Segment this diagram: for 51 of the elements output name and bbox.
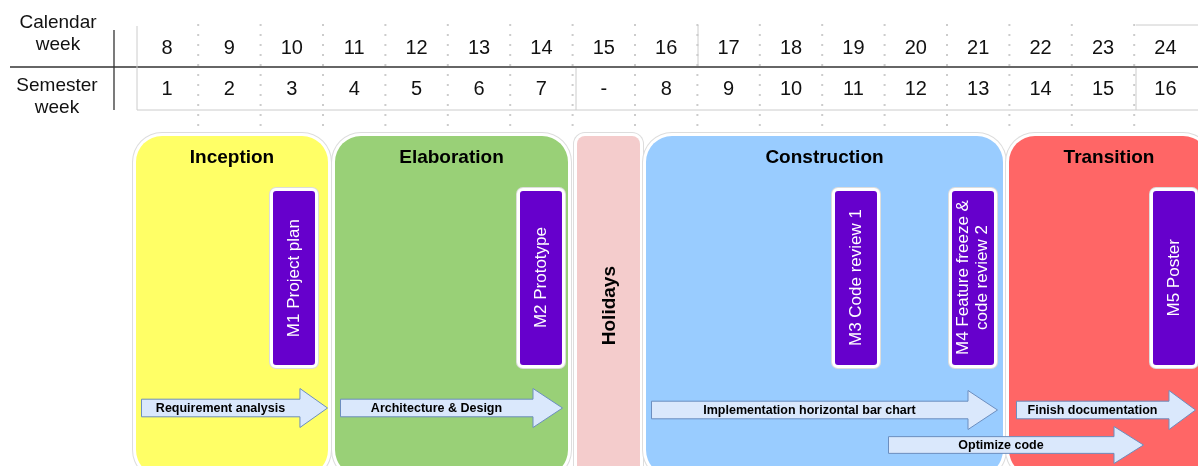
week-number: 1 — [160, 76, 174, 100]
milestone-box: M1 Project plan — [270, 188, 318, 368]
week-number: 23 — [1090, 35, 1116, 59]
week-number: 4 — [347, 76, 361, 100]
row-header: Calendar week — [18, 11, 98, 55]
milestone-box: M2 Prototype — [517, 188, 565, 368]
week-number: 6 — [472, 76, 486, 100]
week-number: 8 — [160, 35, 174, 59]
phase-title: Construction — [764, 146, 885, 168]
week-number: 8 — [659, 76, 673, 100]
week-number: 5 — [410, 76, 424, 100]
week-number: 13 — [466, 35, 492, 59]
week-number: 22 — [1028, 35, 1053, 59]
week-number: 12 — [903, 76, 928, 100]
week-number: 17 — [716, 35, 741, 59]
phase-title: Transition — [1062, 146, 1156, 168]
week-number: 15 — [1090, 76, 1116, 100]
week-number: 7 — [534, 76, 548, 100]
task-label: Requirement analysis — [154, 401, 287, 415]
week-number: 3 — [285, 76, 299, 100]
week-number: 2 — [222, 76, 236, 100]
week-number: 19 — [841, 35, 866, 59]
week-number: 16 — [654, 35, 679, 59]
week-number: 11 — [342, 35, 366, 59]
week-number: 21 — [966, 35, 991, 59]
task-label: Optimize code — [957, 438, 1045, 452]
week-number: - — [599, 76, 609, 100]
milestone-box: M4 Feature freeze & code review 2 — [949, 188, 997, 368]
week-number: 9 — [222, 35, 236, 59]
row-header: Semester week — [15, 74, 99, 118]
week-number: 15 — [591, 35, 616, 59]
band-title: Holidays — [597, 266, 620, 346]
week-number: 16 — [1153, 76, 1178, 100]
phase-title: Elaboration — [398, 146, 505, 168]
phase-title: Inception — [188, 146, 276, 168]
week-number: 20 — [903, 35, 928, 59]
week-number: 12 — [404, 35, 429, 59]
task-label: Finish documentation — [1026, 403, 1159, 417]
task-label: Implementation horizontal bar chart — [702, 403, 917, 417]
week-number: 14 — [1028, 76, 1053, 100]
week-number: 10 — [279, 35, 304, 59]
week-number: 9 — [722, 76, 736, 100]
week-number: 18 — [778, 35, 804, 59]
week-number: 11 — [842, 76, 865, 100]
task-label: Architecture & Design — [369, 401, 504, 415]
milestone-box: M5 Poster — [1150, 188, 1198, 368]
milestone-box: M3 Code review 1 — [832, 188, 880, 368]
week-number: 10 — [778, 76, 804, 100]
week-number: 24 — [1153, 35, 1178, 59]
week-number: 14 — [529, 35, 554, 59]
week-number: 13 — [966, 76, 991, 100]
